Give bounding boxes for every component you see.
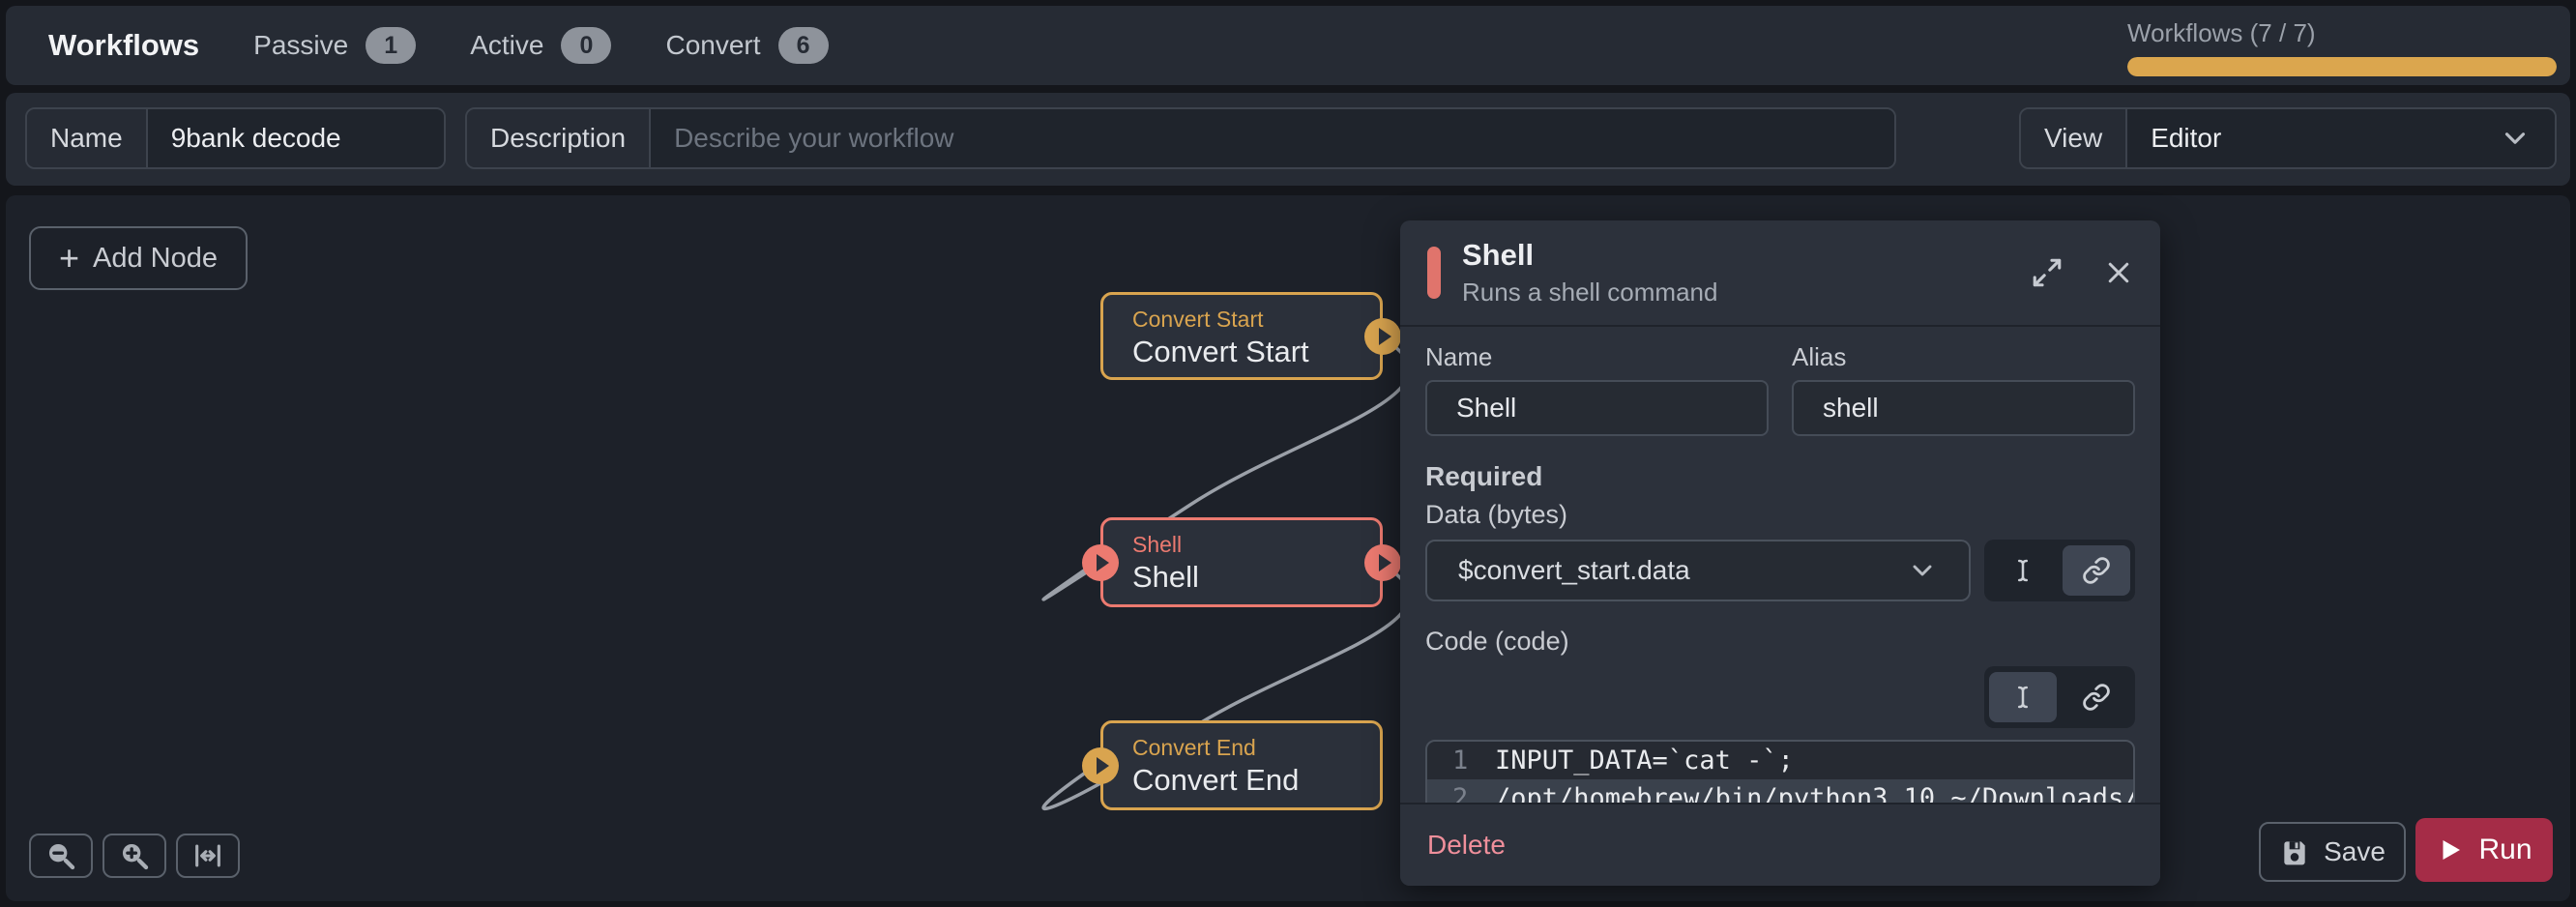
line-number: 1 [1452, 746, 1469, 775]
line-number: 2 [1452, 783, 1469, 803]
play-icon [1378, 553, 1391, 571]
node-alias-input[interactable]: shell [1792, 380, 2135, 436]
workflow-canvas[interactable]: + Add Node Convert Start Convert Start S… [6, 195, 2570, 901]
tab-convert-label: Convert [665, 30, 761, 60]
app-title: Workflows [48, 28, 200, 62]
workflow-name-group: Name 9bank decode [25, 107, 446, 169]
description-label: Description [467, 109, 652, 167]
node-convert-start[interactable]: Convert Start Convert Start [1100, 292, 1401, 380]
canvas-zoom-controls [29, 834, 240, 878]
node-color-accent-bar [1427, 247, 1441, 299]
top-header-bar: Workflows Passive 1 Active 0 Convert 6 W… [6, 6, 2570, 85]
node-convert-start-type: Convert Start [1132, 307, 1264, 332]
code-editor[interactable]: 1 INPUT_DATA=`cat -`; 2 /opt/homebrew/bi… [1425, 740, 2135, 803]
tab-passive-count-badge: 1 [366, 27, 417, 64]
link-icon [2083, 684, 2110, 711]
zoom-out-icon [48, 843, 75, 870]
node-convert-end[interactable]: Convert End Convert End [1082, 720, 1383, 810]
zoom-in-button[interactable] [102, 834, 166, 878]
view-mode-select[interactable]: Editor [2127, 109, 2555, 167]
node-shell-type: Shell [1132, 532, 1183, 557]
code-line: 2 /opt/homebrew/bin/python3.10 ~/Downloa… [1427, 779, 2133, 803]
node-shell-title: Shell [1132, 560, 1199, 594]
tab-convert[interactable]: Convert 6 [665, 27, 829, 64]
panel-header: Shell Runs a shell command [1400, 220, 2160, 327]
chevron-down-icon [1907, 555, 1938, 586]
tab-active-count-badge: 0 [561, 27, 612, 64]
expand-icon[interactable] [2031, 256, 2064, 289]
link-mode-segment[interactable] [2063, 545, 2130, 596]
node-name-label: Name [1425, 342, 1493, 371]
workflow-quota-progress-fill [2127, 57, 2557, 76]
node-convert-end-title: Convert End [1132, 763, 1300, 797]
fit-view-button[interactable] [176, 834, 240, 878]
workflow-description-input[interactable]: Describe your workflow [651, 109, 1894, 167]
text-mode-segment[interactable] [1989, 545, 2057, 596]
save-run-controls: Save Run [2259, 818, 2553, 882]
input-port[interactable] [1082, 543, 1119, 581]
play-icon [1378, 327, 1391, 345]
link-mode-segment[interactable] [2063, 672, 2130, 722]
code-line: 1 INPUT_DATA=`cat -`; [1427, 742, 2133, 779]
tab-convert-count-badge: 6 [777, 27, 829, 64]
panel-body: Name Shell Alias shell Required Data (by… [1400, 327, 2160, 803]
input-port[interactable] [1082, 746, 1119, 784]
name-label: Name [27, 109, 148, 167]
view-mode-group: View Editor [2019, 107, 2557, 169]
node-convert-end-type: Convert End [1132, 735, 1256, 760]
output-port[interactable] [1364, 317, 1401, 355]
chevron-down-icon [2499, 122, 2532, 155]
panel-title: Shell [1462, 238, 1535, 272]
link-icon [2083, 557, 2110, 584]
save-button[interactable]: Save [2259, 822, 2406, 882]
fit-width-icon [195, 844, 220, 867]
run-play-icon [2443, 840, 2461, 860]
save-label: Save [2324, 836, 2386, 866]
view-mode-value: Editor [2151, 123, 2222, 153]
tab-active[interactable]: Active 0 [470, 27, 612, 64]
data-input-mode-toggle [1984, 540, 2135, 601]
tab-active-label: Active [470, 30, 544, 60]
workflow-toolbar: Name 9bank decode Description Describe y… [6, 93, 2570, 186]
panel-subtitle: Runs a shell command [1462, 278, 1718, 307]
data-param-label: Data (bytes) [1425, 500, 1568, 529]
workflow-quota: Workflows (7 / 7) [2127, 18, 2557, 76]
zoom-in-icon [122, 843, 149, 870]
workflow-name-input[interactable]: 9bank decode [147, 109, 444, 167]
save-icon [2284, 841, 2305, 865]
node-convert-start-title: Convert Start [1132, 335, 1309, 368]
play-icon [1096, 756, 1109, 775]
code-param-label: Code (code) [1425, 627, 1569, 656]
node-alias-label: Alias [1792, 342, 1847, 371]
run-button[interactable]: Run [2415, 818, 2553, 882]
close-icon[interactable] [2104, 258, 2133, 287]
ibeam-cursor-icon [2018, 559, 2028, 582]
tab-passive-label: Passive [253, 30, 349, 60]
data-source-select[interactable]: $convert_start.data [1425, 540, 1971, 601]
panel-footer: Delete [1400, 803, 2160, 886]
node-name-input[interactable]: Shell [1425, 380, 1769, 436]
add-node-button[interactable]: + Add Node [29, 226, 248, 290]
add-node-label: Add Node [93, 242, 219, 274]
run-label: Run [2478, 834, 2532, 865]
tab-passive[interactable]: Passive 1 [253, 27, 417, 64]
workflow-quota-label: Workflows (7 / 7) [2127, 18, 2316, 47]
ibeam-cursor-icon [2018, 686, 2028, 709]
workflow-quota-progressbar [2127, 57, 2557, 76]
view-label: View [2021, 109, 2128, 167]
node-shell[interactable]: Shell Shell [1082, 517, 1401, 607]
output-port[interactable] [1364, 543, 1401, 581]
required-section-label: Required [1425, 461, 1543, 491]
data-source-value: $convert_start.data [1458, 555, 1690, 585]
text-mode-segment[interactable] [1989, 672, 2057, 722]
play-icon [1096, 553, 1109, 571]
node-inspector-panel: Shell Runs a shell command Name Shell [1400, 220, 2160, 886]
delete-node-button[interactable]: Delete [1427, 830, 1506, 860]
workflow-description-group: Description Describe your workflow [465, 107, 1896, 169]
code-input-mode-toggle [1984, 666, 2135, 728]
zoom-out-button[interactable] [29, 834, 93, 878]
